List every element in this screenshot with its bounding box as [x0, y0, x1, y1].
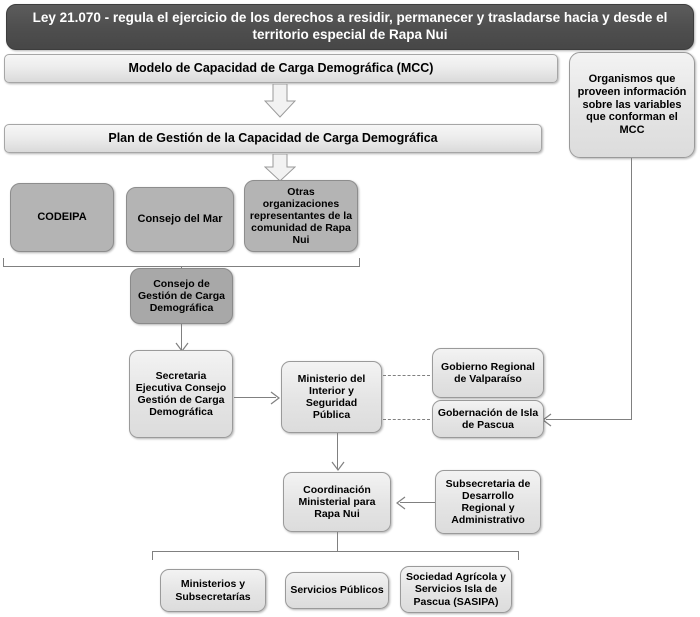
side-box-organismos: Organismos que proveen información sobre… — [569, 52, 695, 158]
connector-organismos-horizontal — [546, 419, 632, 420]
node-consejo-del-mar: Consejo del Mar — [126, 187, 234, 252]
node-ministerio-interior: Ministerio del Interior y Seguridad Públ… — [281, 361, 382, 433]
arrowhead-to-coordinacion-left — [396, 496, 406, 510]
title-banner: Ley 21.070 - regula el ejercicio de los … — [6, 4, 694, 50]
node-gobernacion-isla-pascua: Gobernación de Isla de Pascua — [432, 400, 544, 438]
connector-ministerio-to-gobierno-regional — [383, 375, 430, 376]
connector-consejo-to-secretaria — [181, 324, 182, 350]
node-codeipa: CODEIPA — [10, 183, 114, 252]
node-secretaria-ejecutiva: Secretaria Ejecutiva Consejo Gestión de … — [129, 350, 233, 438]
node-coordinacion-ministerial: Coordinación Ministerial para Rapa Nui — [283, 472, 391, 532]
bracket-bottom-horizontal — [152, 551, 519, 552]
arrow-mcc-to-plan — [264, 84, 296, 118]
arrowhead-to-coordinacion — [331, 461, 345, 471]
node-gobierno-regional-valparaiso: Gobierno Regional de Valparaíso — [432, 348, 544, 398]
connector-organismos-vertical — [631, 158, 632, 420]
node-servicios-publicos: Servicios Públicos — [285, 572, 389, 609]
node-ministerios-subsecretarias: Ministerios y Subsecretarías — [160, 569, 266, 612]
bracket-top-right-tick — [359, 258, 360, 267]
arrow-plan-to-consejos — [264, 154, 296, 182]
node-sasipa: Sociedad Agrícola y Servicios Isla de Pa… — [400, 566, 512, 613]
node-consejo-gestion-carga: Consejo de Gestión de Carga Demográfica — [130, 268, 233, 324]
node-subsecretaria-desarrollo-regional: Subsecretaria de Desarrollo Regional y A… — [435, 470, 541, 534]
bracket-top-left-tick — [3, 258, 4, 267]
connector-subsecretaria-to-coordinacion — [400, 502, 435, 503]
bracket-bottom-stem — [337, 532, 338, 551]
connector-ministerio-to-coordinacion — [337, 433, 338, 469]
bracket-bottom-right-tick — [518, 551, 519, 560]
bar-modelo-capacidad-carga: Modelo de Capacidad de Carga Demográfica… — [4, 54, 558, 83]
bar-plan-gestion: Plan de Gestión de la Capacidad de Carga… — [4, 124, 542, 153]
arrowhead-to-ministerio — [270, 391, 280, 405]
connector-secretaria-to-ministerio — [234, 397, 276, 398]
bracket-bottom-left-tick — [152, 551, 153, 560]
node-otras-organizaciones: Otras organizaciones representantes de l… — [244, 180, 358, 252]
connector-ministerio-to-gobernacion — [383, 419, 430, 420]
